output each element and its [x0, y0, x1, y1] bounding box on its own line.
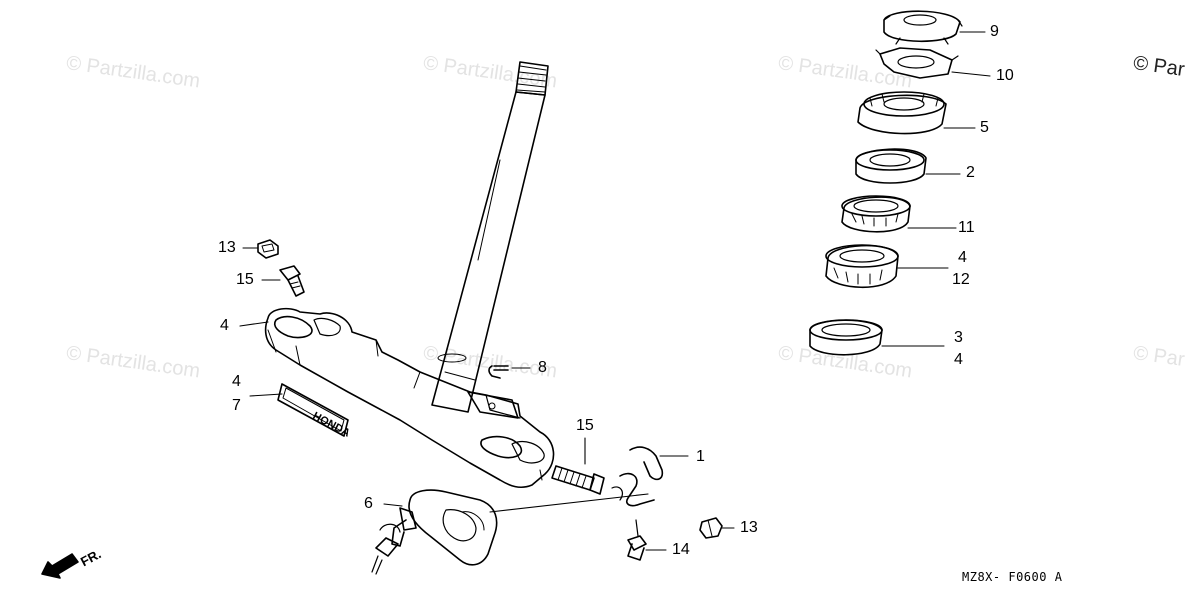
callout-4: 4 — [954, 351, 963, 368]
nut-13-lower — [699, 517, 723, 539]
bolt-15-lower — [551, 465, 605, 495]
front-arrow — [41, 553, 79, 579]
callout-13: 13 — [218, 239, 236, 256]
callout-13: 13 — [740, 519, 758, 536]
lock-washer-10 — [875, 47, 959, 79]
callout-2: 2 — [966, 164, 975, 181]
callout-12: 12 — [952, 271, 970, 288]
lock-nut-9 — [883, 10, 963, 45]
stem-bracket — [467, 391, 519, 419]
callout-7: 7 — [232, 397, 241, 414]
nut-5 — [857, 91, 947, 135]
leader-lines — [239, 31, 991, 551]
bolt-14 — [627, 519, 647, 561]
callout-4: 4 — [220, 317, 229, 334]
bolt-15-upper — [279, 265, 305, 297]
steering-stem — [431, 61, 549, 413]
callout-6: 6 — [364, 495, 373, 512]
dust-seal-2 — [855, 148, 927, 184]
callout-3: 3 — [954, 329, 963, 346]
bearing-12 — [825, 244, 899, 289]
clip-1 — [611, 446, 664, 507]
callout-5: 5 — [980, 119, 989, 136]
nut-13-upper — [257, 239, 279, 259]
callout-14: 14 — [672, 541, 690, 558]
callout-11: 11 — [958, 219, 975, 236]
bottom-bridge — [264, 307, 555, 488]
callout-10: 10 — [996, 67, 1014, 84]
dust-seal-3 — [809, 319, 883, 356]
screw-8 — [488, 365, 509, 379]
callout-15: 15 — [576, 417, 594, 434]
inner-race-11 — [841, 195, 911, 233]
callout-4: 4 — [958, 249, 967, 266]
callout-1: 1 — [696, 448, 705, 465]
callout-9: 9 — [990, 23, 999, 40]
emblem-text: HONDA — [311, 410, 352, 440]
diagram-code: MZ8X- F0600 A — [962, 570, 1063, 584]
callout-4: 4 — [232, 373, 241, 390]
steering-lock — [371, 489, 498, 575]
callout-8: 8 — [538, 359, 547, 376]
callout-15: 15 — [236, 271, 254, 288]
